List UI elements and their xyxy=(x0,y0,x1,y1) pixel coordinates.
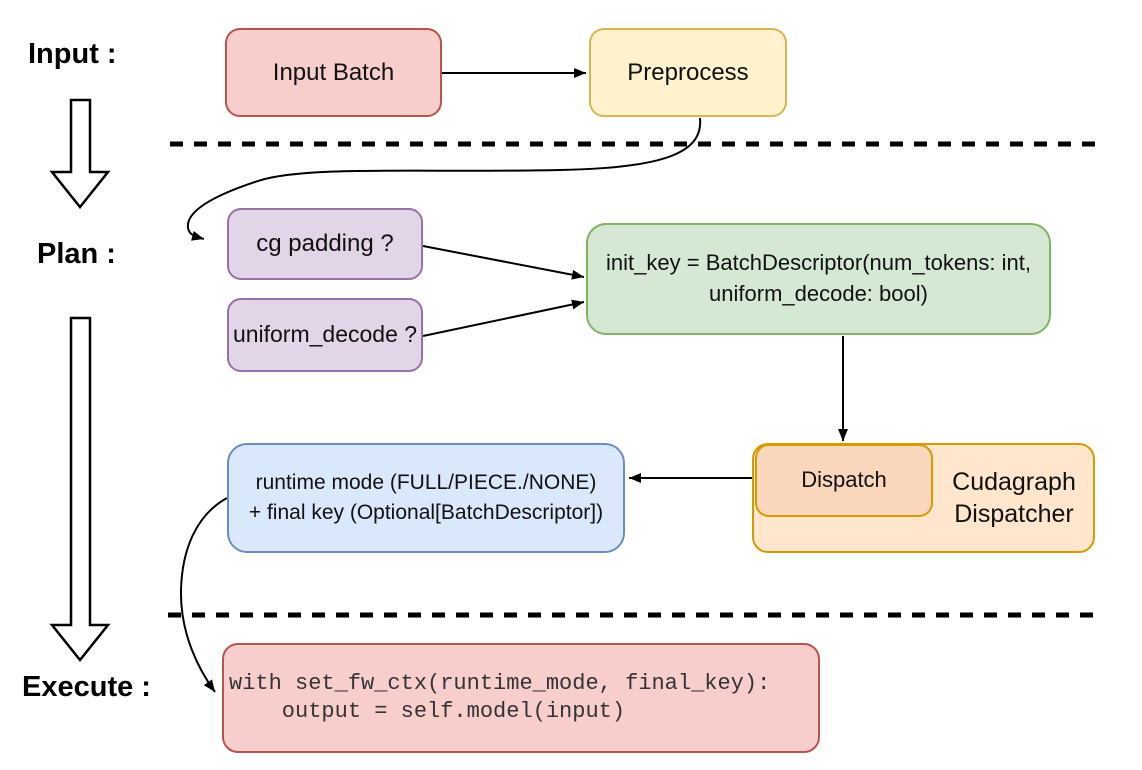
arrow-runtime-to-code xyxy=(179,497,228,693)
node-init-key-line2: uniform_decode: bool) xyxy=(709,281,928,306)
node-runtime-mode-line1: runtime mode (FULL/PIECE./NONE) xyxy=(255,470,597,494)
node-execute-code: with set_fw_ctx(runtime_mode, final_key)… xyxy=(222,643,820,753)
arrow-cgpadding-to-initkey xyxy=(422,245,585,280)
arrow-uniformdecode-to-initkey xyxy=(422,299,585,337)
node-input-batch-label: Input Batch xyxy=(272,58,395,86)
node-preprocess: Preprocess xyxy=(589,28,787,117)
node-init-key-line1: init_key = BatchDescriptor(num_tokens: i… xyxy=(606,250,1031,276)
node-runtime-mode-line2: + final key (Optional[BatchDescriptor]) xyxy=(248,501,604,524)
node-init-key: init_key = BatchDescriptor(num_tokens: i… xyxy=(586,223,1051,335)
node-cg-padding: cg padding ? xyxy=(227,208,423,280)
node-dispatch-label: Dispatch xyxy=(801,467,887,493)
node-input-batch: Input Batch xyxy=(225,28,442,117)
code-line2: output = self.model(input) xyxy=(229,699,626,724)
cudagraph-label-line2: Dispatcher xyxy=(954,500,1074,528)
node-runtime-mode: runtime mode (FULL/PIECE./NONE) + final … xyxy=(227,443,625,553)
cudagraph-dispatcher-label: Cudagraph Dispatcher xyxy=(933,443,1095,553)
stage-arrow-plan-icon xyxy=(49,316,111,663)
node-uniform-decode-label: uniform_decode ? xyxy=(232,321,418,348)
node-dispatch: Dispatch xyxy=(755,444,933,517)
stage-label-execute: Execute : xyxy=(22,671,151,703)
node-cg-padding-label: cg padding ? xyxy=(256,230,394,258)
node-preprocess-label: Preprocess xyxy=(627,58,749,86)
stage-arrow-input-icon xyxy=(49,98,111,210)
cudagraph-label-line1: Cudagraph xyxy=(952,467,1076,496)
node-uniform-decode: uniform_decode ? xyxy=(227,298,423,372)
stage-label-input: Input : xyxy=(28,38,117,70)
stage-label-plan: Plan : xyxy=(37,238,116,270)
code-line1: with set_fw_ctx(runtime_mode, final_key)… xyxy=(229,671,771,696)
arrow-preprocess-to-cgpadding xyxy=(186,117,702,241)
